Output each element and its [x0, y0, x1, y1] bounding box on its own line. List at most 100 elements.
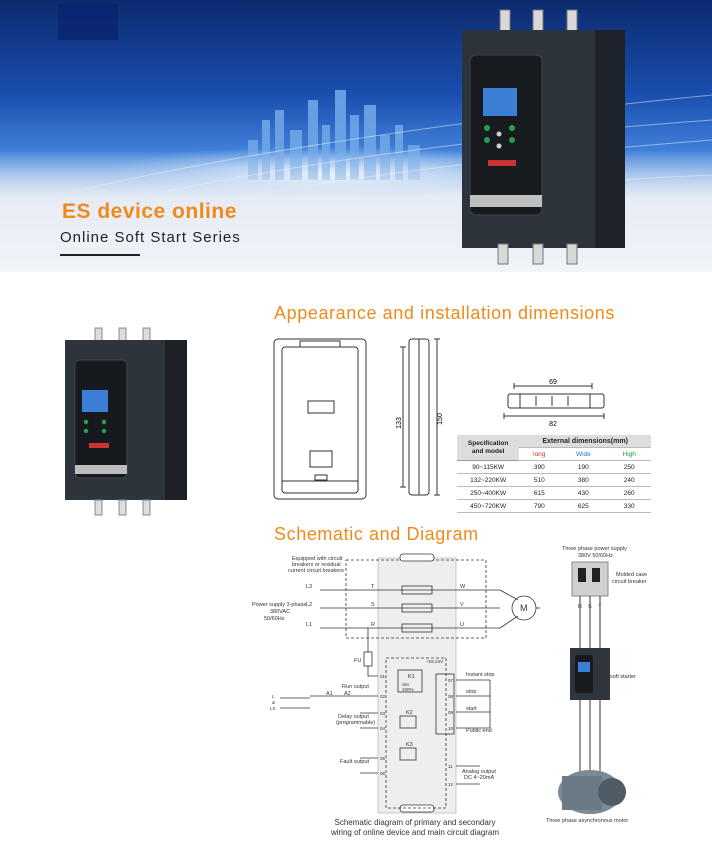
- header-spec: Specification and model: [457, 435, 520, 461]
- stop-label: stop: [466, 689, 476, 695]
- hero-banner: ES device online Online Soft Start Serie…: [0, 0, 712, 272]
- breaker-label-2: circuit breaker: [612, 579, 647, 585]
- terminal-11: 11: [448, 764, 453, 769]
- label-V: V: [460, 602, 464, 608]
- appearance-section-title: Appearance and installation dimensions: [274, 303, 616, 323]
- wiring-schematic: Equipped with circuit breakers or residu…: [252, 553, 540, 814]
- cell-wide: 625: [559, 499, 608, 513]
- table-row: 450~720KW 790 625 330: [457, 499, 651, 513]
- banner-title: ES device online: [62, 200, 237, 223]
- label-L1: L1: [306, 622, 312, 628]
- terminal-08: 08: [448, 694, 454, 699]
- dim-69-label: 69: [549, 379, 557, 386]
- cell-model: 132~220KW: [457, 473, 520, 487]
- power-label-2: 380VAC: [270, 609, 290, 615]
- cell-model: 450~720KW: [457, 499, 520, 513]
- header-high: High: [607, 447, 651, 461]
- label-R: R: [371, 622, 375, 628]
- cell-high: 240: [607, 473, 651, 487]
- banner-underline: [60, 254, 140, 256]
- motor-caption: Three phase asynchronous motor: [546, 818, 628, 824]
- cell-wide: 380: [559, 473, 608, 487]
- terminal-05: 05: [380, 756, 386, 761]
- dim-82-label: 82: [549, 421, 557, 426]
- supply-label-2: 380V 50/60Hz: [578, 553, 613, 559]
- terminal-01: 01: [380, 674, 386, 679]
- set-value: 100%: [402, 687, 414, 692]
- terminal-03: 03: [380, 711, 386, 716]
- cell-long: 510: [519, 473, 560, 487]
- set-label: Set: [402, 682, 410, 687]
- analog-output-2: DC 4~20mA: [464, 775, 494, 781]
- banner-subtitle: Online Soft Start Series: [60, 229, 241, 246]
- cell-long: 390: [519, 460, 560, 474]
- cell-high: 250: [607, 460, 651, 474]
- label-L3: L3: [306, 584, 312, 590]
- relay-k3: K3: [406, 742, 413, 748]
- table-row: 250~400KW 615 430 260: [457, 486, 651, 500]
- public-end-label: Public end: [466, 728, 492, 734]
- cell-high: 330: [607, 499, 651, 513]
- table-row: 132~220KW 510 380 240: [457, 473, 651, 487]
- relay-k2: K2: [406, 710, 413, 716]
- side-view-drawing: 133 150: [396, 338, 444, 496]
- cell-model: 250~400KW: [457, 486, 520, 500]
- cell-model: 90~115KW: [457, 460, 520, 474]
- cell-high: 260: [607, 486, 651, 500]
- terminal-12: 12: [448, 782, 454, 787]
- terminal-04: 04: [380, 726, 386, 731]
- cell-long: 615: [519, 486, 560, 500]
- soft-starter-label: soft starter: [610, 674, 636, 680]
- bottom-view-drawing: 69 82: [503, 379, 605, 426]
- breaker-note-3: current circuit breakers: [288, 568, 344, 574]
- terminal-06: 06: [380, 771, 386, 776]
- run-output-label: Run output: [342, 684, 369, 690]
- delay-output-1: Delay output: [338, 714, 369, 720]
- label-L2: L2: [306, 602, 312, 608]
- caption-line-2: wiring of online device and main circuit…: [330, 828, 500, 837]
- dim-150-label: 150: [437, 413, 444, 425]
- soft-starter-product-image: [462, 9, 625, 265]
- dc24v-label: +DC24V: [426, 659, 443, 664]
- relay-k1: K1: [408, 674, 415, 680]
- caption-line-1: Schematic diagram of primary and seconda…: [334, 818, 496, 827]
- delay-output-2: (programmable): [336, 720, 375, 726]
- terminal-02: 02: [380, 694, 386, 699]
- schematic-section-title: Schematic and Diagram: [274, 524, 479, 544]
- label-U: U: [460, 622, 464, 628]
- terminal-07: 07: [448, 678, 454, 683]
- instant-stop-label: Instant stop: [466, 672, 494, 678]
- supply-label-1: Three phase power supply: [562, 546, 627, 552]
- terminal-10: 10: [448, 726, 454, 731]
- dimensions-table: Specification and model External dimensi…: [457, 435, 651, 513]
- breaker-label-1: Molded case: [616, 572, 647, 578]
- header-long: long: [519, 447, 560, 461]
- front-view-drawing: [273, 338, 367, 500]
- soft-starter-photo: [65, 327, 187, 516]
- supply-L-label: L: [272, 694, 275, 699]
- label-W: W: [460, 584, 466, 590]
- cell-long: 790: [519, 499, 560, 513]
- A2-label: A2: [344, 691, 351, 697]
- table-row: 90~115KW 390 190 250: [457, 460, 651, 474]
- motor-label: M: [520, 603, 528, 613]
- power-label-1: Power supply 3-phase: [252, 602, 306, 608]
- power-label-3: 50/60Hz: [264, 616, 285, 622]
- label-S: S: [371, 602, 375, 608]
- header-wide: Wide: [559, 447, 608, 461]
- A1-label: A1: [326, 691, 333, 697]
- start-label: start: [466, 706, 477, 712]
- header-external-dimensions: External dimensions(mm): [519, 435, 651, 448]
- analog-output-1: Analog output: [462, 769, 496, 775]
- supply-N-label: LS: [270, 706, 276, 711]
- supply-amp-label: &: [272, 700, 275, 705]
- installation-illustration: Three phase power supply 380V 50/60Hz Mo…: [546, 546, 647, 824]
- terminal-09: 09: [448, 710, 454, 715]
- breaker-note-1: Equipped with circuit: [292, 556, 343, 562]
- fuse-label: FU: [354, 658, 361, 664]
- label-T: T: [371, 584, 375, 590]
- cell-wide: 190: [559, 460, 608, 474]
- schematic-caption: Schematic diagram of primary and seconda…: [300, 818, 530, 838]
- cell-wide: 430: [559, 486, 608, 500]
- fault-output-label: Fault output: [340, 759, 370, 765]
